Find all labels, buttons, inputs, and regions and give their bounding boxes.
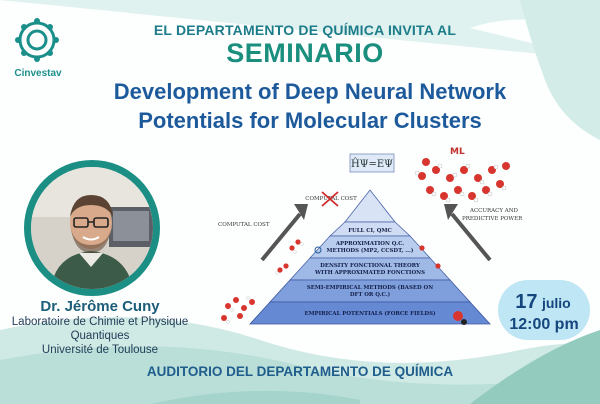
invite-line: EL DEPARTAMENTO DE QUÍMICA INVITA AL <box>153 22 457 38</box>
pyramid-level-2 <box>309 235 431 259</box>
cross-mark-icon <box>321 191 339 207</box>
equation-text: ĤΨ=EΨ <box>351 158 393 170</box>
level-2-text-a: APPROXIMATION Q.C. <box>335 241 404 247</box>
pyramid-level-3 <box>289 257 451 281</box>
date-day-number: 17 <box>515 291 538 313</box>
equation-box <box>349 153 395 173</box>
water-cluster-icon <box>414 158 510 203</box>
molecule-icon <box>221 239 322 324</box>
venue: AUDITORIO DEL DEPARTAMENTO DE QUÍMICA <box>146 364 454 379</box>
speaker-affiliation-line3: Université de Toulouse <box>41 344 159 356</box>
date-time: 12:00 pm <box>509 316 579 333</box>
accuracy-label-line2: PREDICTIVE POWER <box>462 216 523 222</box>
pyramid-level-4 <box>269 279 471 303</box>
date-day: 17 julio <box>506 291 580 314</box>
molecule-icon <box>419 245 467 325</box>
methods-pyramid-figure: ĤΨ=EΨ ML COMPUTAL COST ML <box>218 147 523 325</box>
logo-wordmark: Cinvestav <box>14 68 62 79</box>
cinvestav-logo-icon <box>15 18 59 62</box>
level-3-text-b: WITH APPROXIMATED FONCTIONS <box>314 270 425 276</box>
level-3-text-a: DENSITY FONCTIONAL THEORY <box>320 263 420 269</box>
level-5-text: EMPIRICAL POTENTIALS (FORCE FIELDS) <box>304 310 436 317</box>
accuracy-label-line1: ACCURACY AND <box>469 208 519 214</box>
pyramid-level-5 <box>249 301 491 325</box>
event-type: SEMINARIO <box>226 38 384 68</box>
talk-title-line2: Potentials for Molecular Clusters <box>138 108 482 133</box>
date-month: julio <box>541 295 571 311</box>
speaker-affiliation-line1: Laboratoire de Chimie et Physique <box>11 316 189 328</box>
computal-cost-label: COMPUTAL COST <box>218 222 270 228</box>
right-arrow-icon <box>444 204 492 262</box>
level-4-text-a: SEMI-EMPIRICAL METHODS (BASED ON <box>307 284 433 291</box>
speaker-photo <box>31 167 153 289</box>
speaker-name: Dr. Jérôme Cuny <box>40 298 160 315</box>
level-4-text-b: DFT OR Q.C.) <box>350 291 391 298</box>
speaker-affiliation-line2: Quantiques <box>70 330 130 342</box>
talk-title-line1: Development of Deep Neural Network <box>113 79 507 104</box>
ml-label-top: ML <box>450 147 465 157</box>
level-1-text: FULL CI, QMC <box>348 228 392 234</box>
date-badge <box>498 280 590 340</box>
level-2-text-b: METHODS (MP2, CCSDT, ...) <box>327 247 414 254</box>
pyramid-apex <box>344 189 396 223</box>
left-arrow-icon <box>260 204 308 262</box>
